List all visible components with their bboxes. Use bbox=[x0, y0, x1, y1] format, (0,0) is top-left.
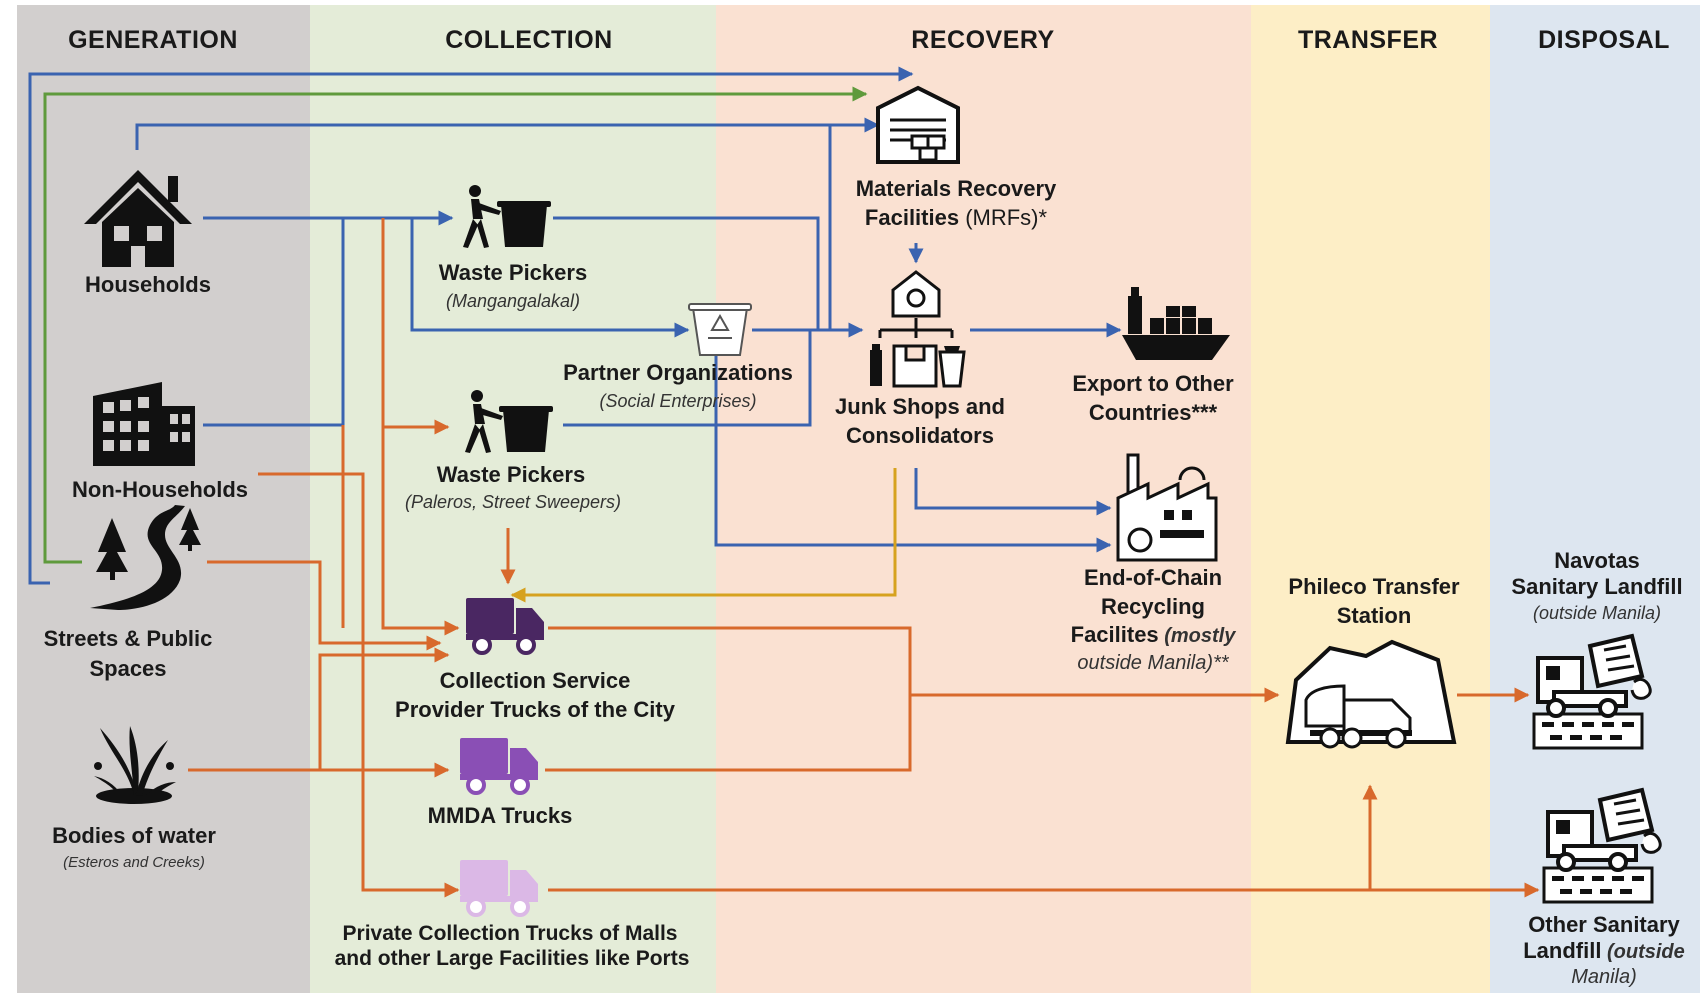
recycle-bin-icon bbox=[688, 303, 752, 356]
private-trucks-label-line1: Private Collection Trucks of Malls bbox=[343, 922, 678, 945]
flow-pickers2-to-junkshops bbox=[563, 330, 812, 427]
stage-header-generation: GENERATION bbox=[68, 26, 238, 54]
road-trees-icon bbox=[90, 505, 201, 610]
stage-header-recovery: RECOVERY bbox=[911, 26, 1054, 54]
junk-shops-label-line1: Junk Shops and bbox=[835, 394, 1005, 419]
flow-nonhouseholds-to-private bbox=[258, 472, 460, 898]
flow-households-to-csp bbox=[381, 218, 460, 636]
csp-trucks-label-line2: Provider Trucks of the City bbox=[395, 697, 676, 722]
partner-orgs-sublabel: (Social Enterprises) bbox=[599, 391, 756, 411]
yellow-flows bbox=[510, 468, 897, 603]
water-sublabel: (Esteros and Creeks) bbox=[63, 854, 205, 871]
end-of-chain-label-line1: End-of-Chain bbox=[1084, 565, 1222, 590]
other-landfill-label-line1: Other Sanitary bbox=[1528, 912, 1680, 937]
disposal-band bbox=[1490, 5, 1700, 993]
blue-flows bbox=[28, 66, 1122, 585]
junk-shop-icon bbox=[870, 270, 966, 388]
orange-flows bbox=[188, 218, 1540, 898]
building-icon bbox=[93, 382, 195, 466]
flow-streets-to-csp bbox=[207, 560, 442, 651]
other-landfill-label-outside: (outside bbox=[1601, 941, 1684, 963]
flow-pickers-to-junkshops bbox=[553, 216, 820, 330]
streets-label-line1: Streets & Public bbox=[44, 626, 213, 651]
navotas-label-line2: Sanitary Landfill bbox=[1511, 574, 1682, 599]
generation-band bbox=[17, 5, 310, 993]
house-icon bbox=[84, 170, 192, 267]
other-landfill-label-landfill: Landfill bbox=[1523, 938, 1601, 963]
end-of-chain-label-line3: Facilites (mostly bbox=[1071, 622, 1237, 647]
households-label: Households bbox=[85, 272, 211, 297]
flow-water-to-csp bbox=[318, 647, 450, 770]
stage-header-disposal: DISPOSAL bbox=[1538, 26, 1670, 54]
phileco-label-line2: Station bbox=[1337, 603, 1412, 628]
flow-mmda-to-phileco bbox=[545, 695, 912, 772]
end-of-chain-label-mostly: (mostly bbox=[1159, 625, 1237, 647]
waste-pickers-2-label: Waste Pickers bbox=[437, 462, 585, 487]
end-of-chain-label-facilites: Facilites bbox=[1071, 622, 1159, 647]
partner-orgs-label: Partner Organizations bbox=[563, 360, 793, 385]
water-splash-icon bbox=[94, 726, 176, 804]
navotas-sublabel: (outside Manila) bbox=[1533, 603, 1661, 623]
phileco-label-line1: Phileco Transfer bbox=[1288, 574, 1460, 599]
flow-households-to-partners bbox=[410, 218, 690, 338]
mmda-trucks-label: MMDA Trucks bbox=[428, 803, 573, 828]
mrf-label-line2: Facilities (MRFs)* bbox=[865, 205, 1048, 230]
flow-streets-green-to-mrf bbox=[43, 86, 868, 564]
warehouse-icon bbox=[876, 85, 960, 164]
streets-label-line2: Spaces bbox=[89, 656, 166, 681]
junk-shops-label-line2: Consolidators bbox=[846, 423, 994, 448]
mrf-label-facilities: Facilities bbox=[865, 205, 959, 230]
stage-header-transfer: TRANSFER bbox=[1298, 26, 1438, 54]
flow-streets-to-mrf bbox=[28, 66, 914, 585]
end-of-chain-label-line2: Recycling bbox=[1101, 594, 1205, 619]
other-landfill-label-line2: Landfill (outside bbox=[1523, 938, 1685, 963]
waste-pickers-1-sublabel: (Mangangalakal) bbox=[446, 291, 580, 311]
export-label-line1: Export to Other bbox=[1072, 371, 1234, 396]
other-landfill-label-line3: Manila) bbox=[1571, 966, 1637, 988]
non-households-label: Non-Households bbox=[72, 477, 248, 502]
mrf-label-line1: Materials Recovery bbox=[856, 176, 1057, 201]
private-trucks-label-line2: and other Large Facilities like Ports bbox=[335, 947, 690, 970]
cargo-ship-icon bbox=[1122, 287, 1230, 360]
flow-junkshops-to-endofchain bbox=[914, 468, 1112, 516]
navotas-label-line1: Navotas bbox=[1554, 548, 1640, 573]
collection-band bbox=[310, 5, 716, 993]
flow-partners-to-endofchain bbox=[714, 355, 1112, 553]
green-flows bbox=[43, 86, 868, 564]
export-label-line2: Countries*** bbox=[1089, 400, 1218, 425]
end-of-chain-label-line4: outside Manila)** bbox=[1077, 652, 1229, 674]
csp-trucks-label-line1: Collection Service bbox=[440, 668, 631, 693]
waste-pickers-2-sublabel: (Paleros, Street Sweepers) bbox=[405, 492, 621, 512]
flow-csp-to-phileco bbox=[548, 626, 1280, 703]
transfer-station-icon bbox=[1285, 639, 1457, 749]
factory-icon bbox=[1116, 453, 1218, 562]
flow-junkshops-residual-to-csp bbox=[510, 468, 897, 603]
water-label: Bodies of water bbox=[52, 823, 216, 848]
stage-header-collection: COLLECTION bbox=[445, 26, 613, 54]
waste-pickers-1-label: Waste Pickers bbox=[439, 260, 587, 285]
mrf-label-abbrev: (MRFs)* bbox=[959, 205, 1047, 230]
flow-households-to-mrf bbox=[135, 117, 880, 150]
